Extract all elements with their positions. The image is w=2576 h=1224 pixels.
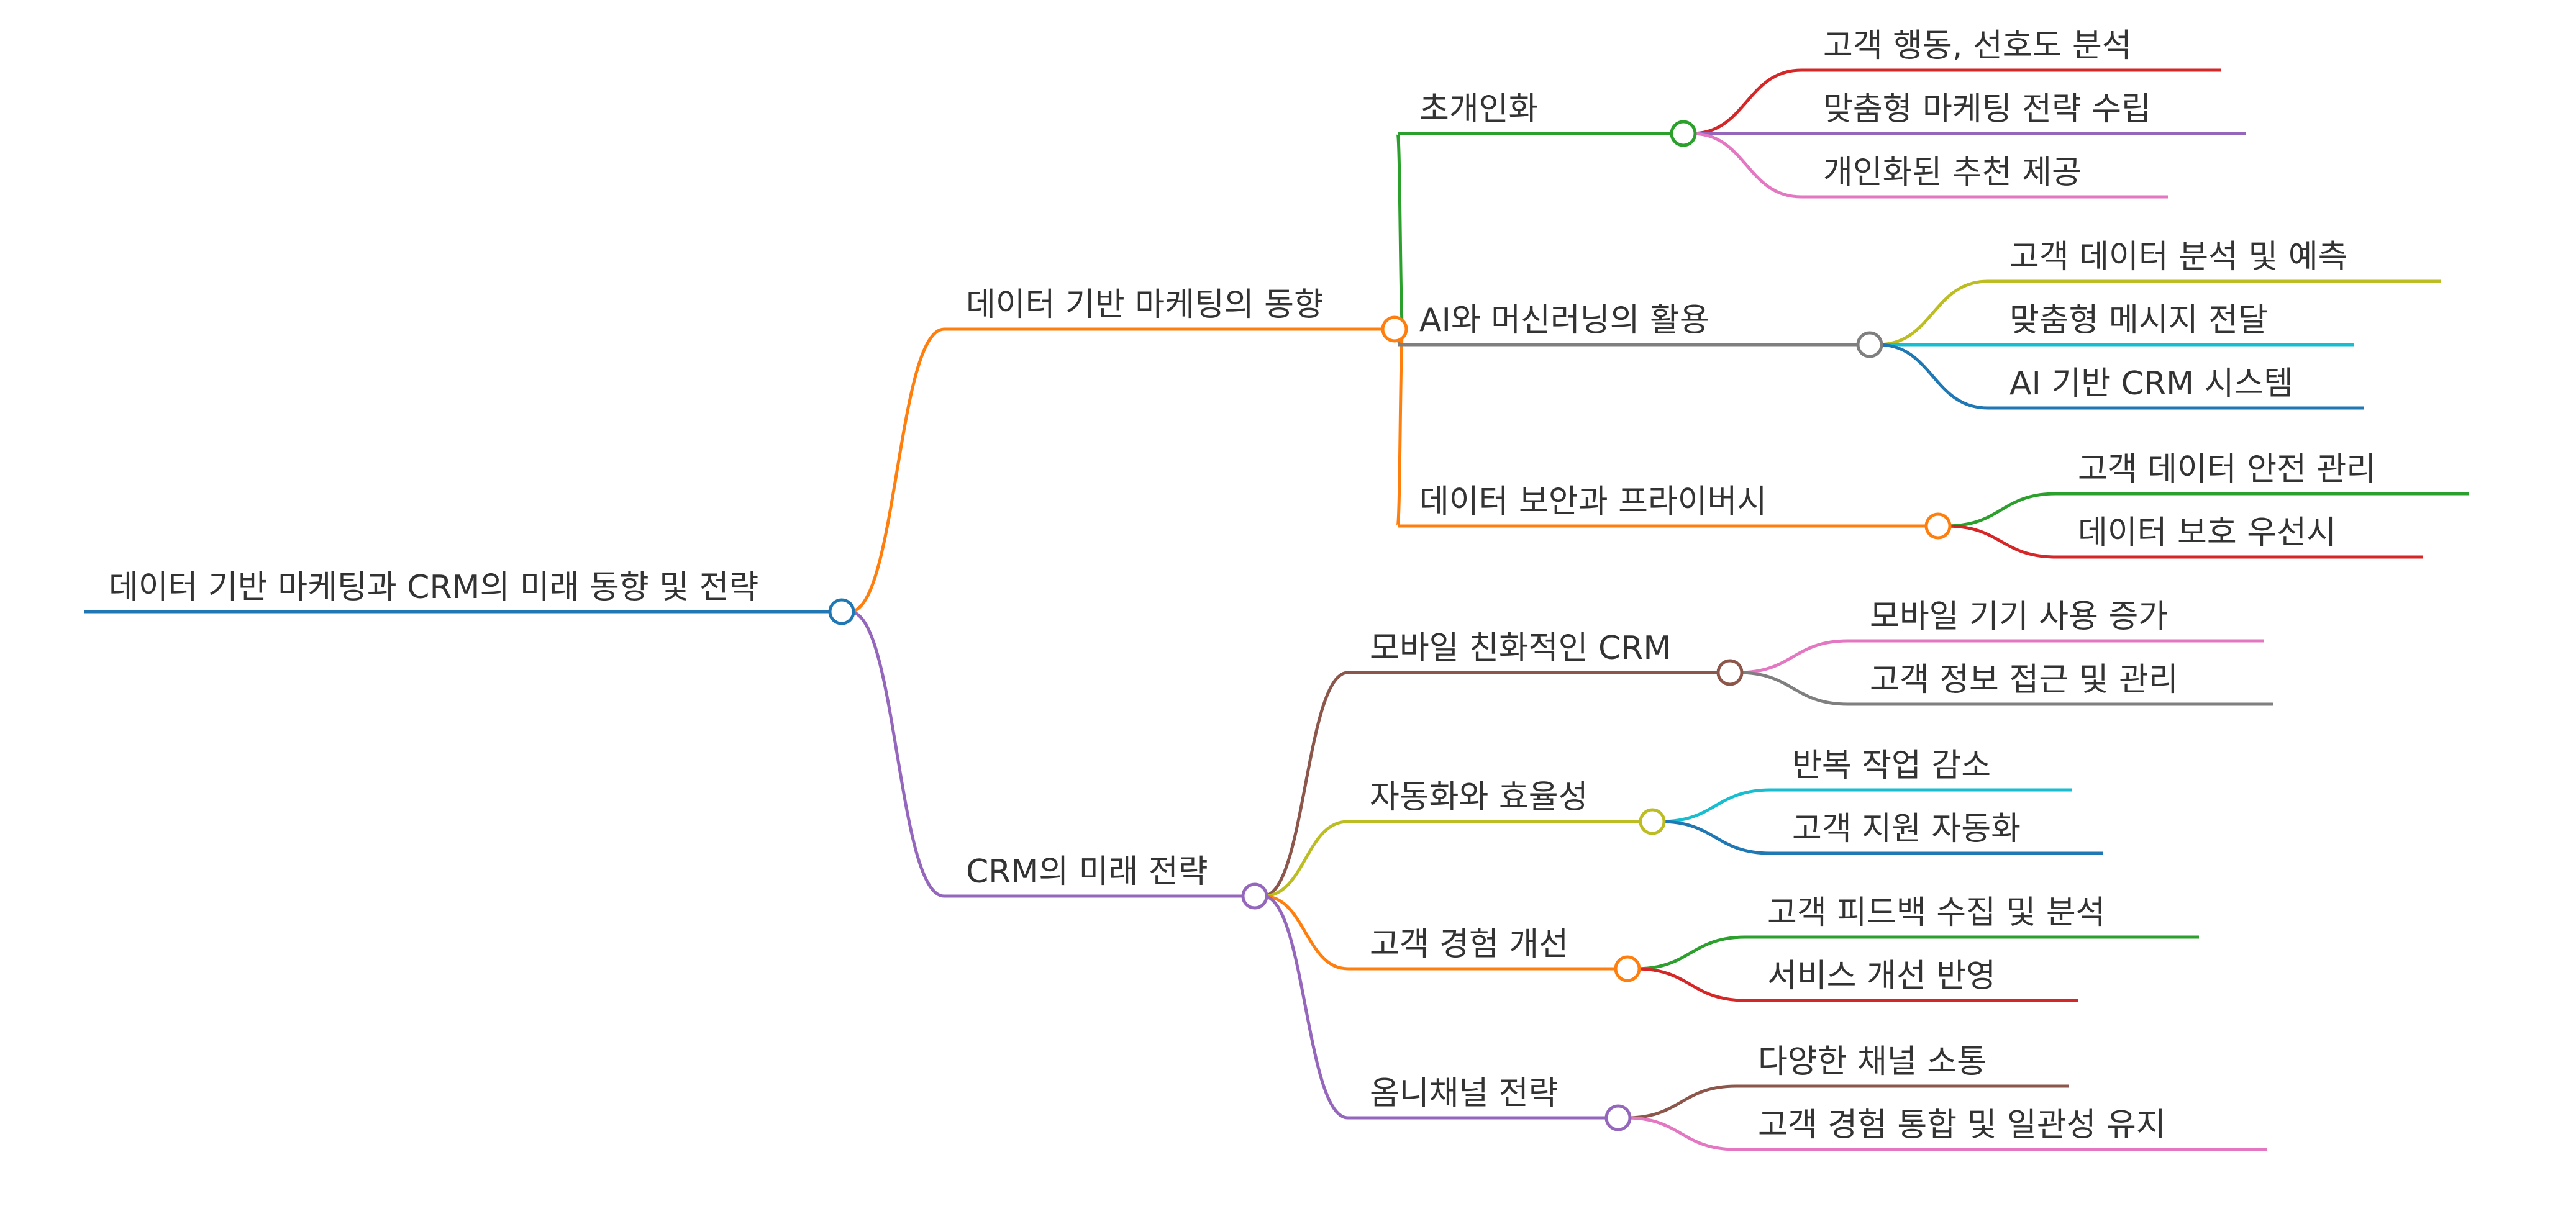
node-label-root-0-2: 데이터 보안과 프라이버시 — [1419, 483, 1767, 520]
node-toggle-root-0[interactable] — [1381, 315, 1408, 343]
node-toggle-root-0-2[interactable] — [1924, 512, 1952, 540]
connector-root-1-0-1 — [1738, 671, 1849, 706]
connector-root-1-0 — [1262, 671, 1349, 898]
node-label-root-0-0: 초개인화 — [1419, 91, 1538, 128]
connector-root-1-3-0 — [1626, 1084, 1737, 1120]
node-toggle-root-0-1[interactable] — [1856, 331, 1883, 358]
node-label-root-1-3-0: 다양한 채널 소통 — [1758, 1043, 1987, 1081]
mindmap-nodes: 데이터 기반 마케팅과 CRM의 미래 동향 및 전략 데이터 기반 마케팅의 동… — [84, 27, 2469, 1151]
connector-root-1-1-0 — [1660, 788, 1771, 823]
connector-root-1-2-0 — [1636, 935, 1746, 971]
node-label-root-1-2-0: 고객 피드백 수집 및 분석 — [1767, 894, 2106, 932]
connector-root-0-0-2 — [1691, 132, 1802, 199]
connector-root-1-1 — [1263, 820, 1349, 898]
node-label-root-1-1-1: 고객 지원 자동화 — [1792, 810, 2021, 848]
node-label-root-1-2: 고객 경험 개선 — [1370, 926, 1568, 963]
node-toggle-root-1-1[interactable] — [1639, 808, 1666, 835]
node-label-root-1-3-1: 고객 경험 통합 및 일관성 유지 — [1758, 1107, 2166, 1144]
connector-root-1-0-0 — [1738, 639, 1849, 674]
node-label-root-1-0-1: 고객 정보 접근 및 관리 — [1870, 661, 2178, 699]
node-label-root-0-1-1: 맞춤형 메시지 전달 — [2009, 302, 2268, 339]
connector-root-0-0 — [1396, 132, 1404, 331]
connector-root-0-1-0 — [1878, 279, 1988, 347]
node-toggle-root-1-0[interactable] — [1716, 659, 1744, 686]
connector-root-0-2 — [1396, 327, 1404, 528]
node-label-root-0: 데이터 기반 마케팅의 동향 — [966, 286, 1324, 324]
node-toggle-root-1-3[interactable] — [1604, 1104, 1632, 1131]
node-label-root-1-0-0: 모바일 기기 사용 증가 — [1870, 598, 2168, 635]
connector-root-0-2-1 — [1946, 524, 2057, 559]
node-label-root-0-1: AI와 머신러닝의 활용 — [1419, 302, 1709, 339]
connector-root-1-3-1 — [1626, 1116, 1737, 1151]
connector-root-0 — [849, 327, 945, 614]
node-label-root-1-3: 옴니채널 전략 — [1370, 1075, 1559, 1112]
node-label-root-0-2-0: 고객 데이터 안전 관리 — [2078, 451, 2376, 488]
node-toggle-root[interactable] — [828, 598, 855, 625]
node-toggle-root-1-2[interactable] — [1614, 955, 1641, 982]
connector-root-0-1-2 — [1878, 343, 1988, 410]
connector-root-1-3 — [1262, 894, 1349, 1120]
node-toggle-root-1[interactable] — [1241, 882, 1268, 910]
node-label-root-1-1-0: 반복 작업 감소 — [1792, 747, 1991, 784]
node-label-root-1-1: 자동화와 효율성 — [1370, 779, 1588, 816]
mindmap-links — [849, 68, 2057, 1151]
connector-root-1 — [849, 610, 945, 898]
node-label-root-1: CRM의 미래 전략 — [966, 853, 1208, 891]
connector-root-0-2-0 — [1946, 492, 2057, 528]
node-label-root-0-2-1: 데이터 보호 우선시 — [2078, 514, 2336, 551]
node-label-root-0-1-0: 고객 데이터 분석 및 예측 — [2009, 238, 2348, 276]
node-label-root-0-0-0: 고객 행동, 선호도 분석 — [1823, 27, 2132, 65]
node-label-root-0-0-1: 맞춤형 마케팅 전략 수립 — [1823, 91, 2151, 128]
node-label-root-0-1-2: AI 기반 CRM 시스템 — [2009, 365, 2293, 402]
node-label-root-1-2-1: 서비스 개선 반영 — [1767, 958, 1996, 995]
connector-root-1-2 — [1263, 894, 1349, 971]
node-label-root-0-0-2: 개인화된 추천 제공 — [1823, 154, 2082, 191]
node-label-root-1-0: 모바일 친화적인 CRM — [1370, 630, 1671, 667]
connector-root-0-0-0 — [1691, 68, 1802, 135]
connector-root-1-2-1 — [1636, 967, 1746, 1002]
connector-root-1-1-1 — [1660, 820, 1771, 855]
node-toggle-root-0-0[interactable] — [1670, 120, 1697, 147]
node-label-root: 데이터 기반 마케팅과 CRM의 미래 동향 및 전략 — [109, 569, 758, 606]
